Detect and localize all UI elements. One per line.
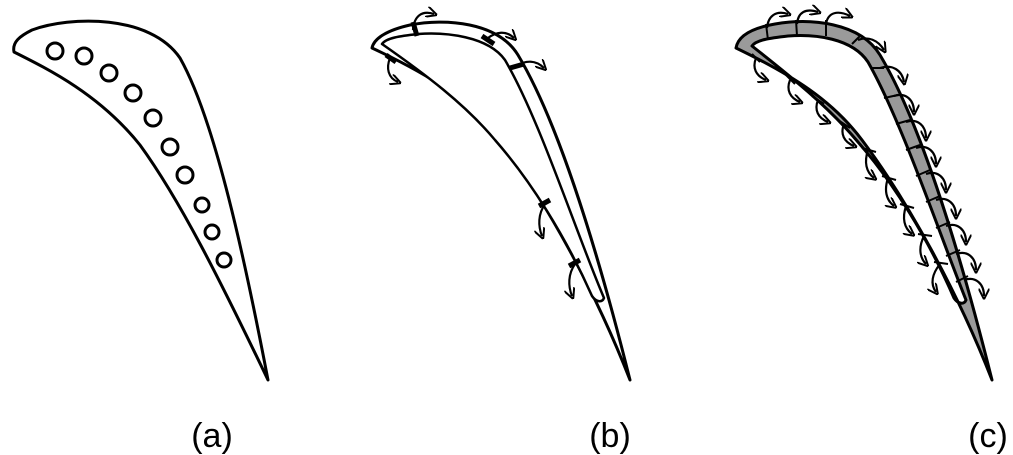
- flow-arrow: [915, 145, 936, 164]
- film-hole: [480, 33, 496, 47]
- flow-arrow: [815, 99, 828, 122]
- panel-a: [12, 19, 270, 382]
- blade-inner-b: [380, 32, 606, 303]
- flow-arrow: [866, 149, 874, 178]
- flow-arrow: [387, 57, 398, 82]
- caption-b: (b): [589, 417, 631, 455]
- film-hole: [537, 197, 552, 209]
- pore-tick: [881, 175, 897, 181]
- flow-arrow: [935, 197, 956, 216]
- pore-tick: [915, 169, 931, 177]
- flow-arrow: [787, 79, 800, 102]
- flow-arrow: [945, 223, 966, 242]
- flow-arrow: [857, 37, 884, 50]
- pore-tick: [899, 203, 915, 209]
- coolant-arrows-c: [753, 11, 984, 297]
- pore-tick: [933, 261, 949, 265]
- pore-tick: [905, 144, 921, 151]
- pore-tick: [851, 35, 861, 45]
- pore-tick: [861, 147, 877, 153]
- film-hole: [384, 52, 398, 65]
- flow-arrow: [905, 119, 926, 138]
- flow-arrow: [539, 203, 546, 236]
- flow-arrow: [955, 251, 976, 270]
- cooling-hole: [123, 83, 143, 103]
- pore-tick: [925, 195, 941, 203]
- coolant-arrows-b: [387, 13, 576, 296]
- pore-tick: [945, 249, 961, 257]
- flow-arrow: [795, 11, 818, 25]
- pore-tick: [917, 233, 933, 237]
- flow-arrow: [824, 13, 850, 25]
- flow-arrow: [487, 33, 514, 38]
- cooling-hole: [160, 137, 180, 157]
- cooling-hole: [45, 41, 65, 61]
- flow-arrow: [920, 235, 926, 264]
- blade-outline-a: [12, 19, 270, 382]
- cooling-hole: [193, 196, 211, 214]
- flow-arrow: [904, 205, 912, 234]
- flow-arrow: [569, 263, 576, 296]
- flow-arrow: [886, 177, 894, 206]
- pore-tick: [935, 221, 951, 229]
- cooling-hole: [143, 108, 163, 128]
- cooling-hole: [175, 165, 195, 185]
- cooling-hole: [215, 251, 233, 269]
- cooling-hole: [99, 63, 119, 83]
- caption-c: (c): [968, 417, 1008, 455]
- cooling-hole: [203, 223, 221, 241]
- flow-arrow: [515, 62, 544, 68]
- pore-tick: [784, 73, 796, 85]
- cooling-hole: [74, 46, 94, 66]
- flow-arrow: [933, 263, 941, 292]
- cooling-holes: [45, 41, 233, 269]
- panel-b: [370, 13, 632, 382]
- porous-shell-c: [734, 20, 994, 382]
- flow-arrow: [879, 65, 904, 82]
- panel-c: [734, 11, 994, 382]
- pore-tick: [955, 275, 969, 283]
- flow-arrow: [925, 171, 946, 190]
- flow-arrow: [411, 13, 434, 31]
- flow-arrow: [753, 57, 766, 80]
- pore-ticks: [751, 19, 969, 283]
- flow-arrow: [765, 13, 788, 29]
- flow-arrow: [963, 277, 984, 296]
- flow-arrow: [841, 123, 854, 146]
- caption-a: (a): [191, 417, 233, 455]
- film-hole: [567, 257, 582, 269]
- flow-arrow: [893, 93, 914, 112]
